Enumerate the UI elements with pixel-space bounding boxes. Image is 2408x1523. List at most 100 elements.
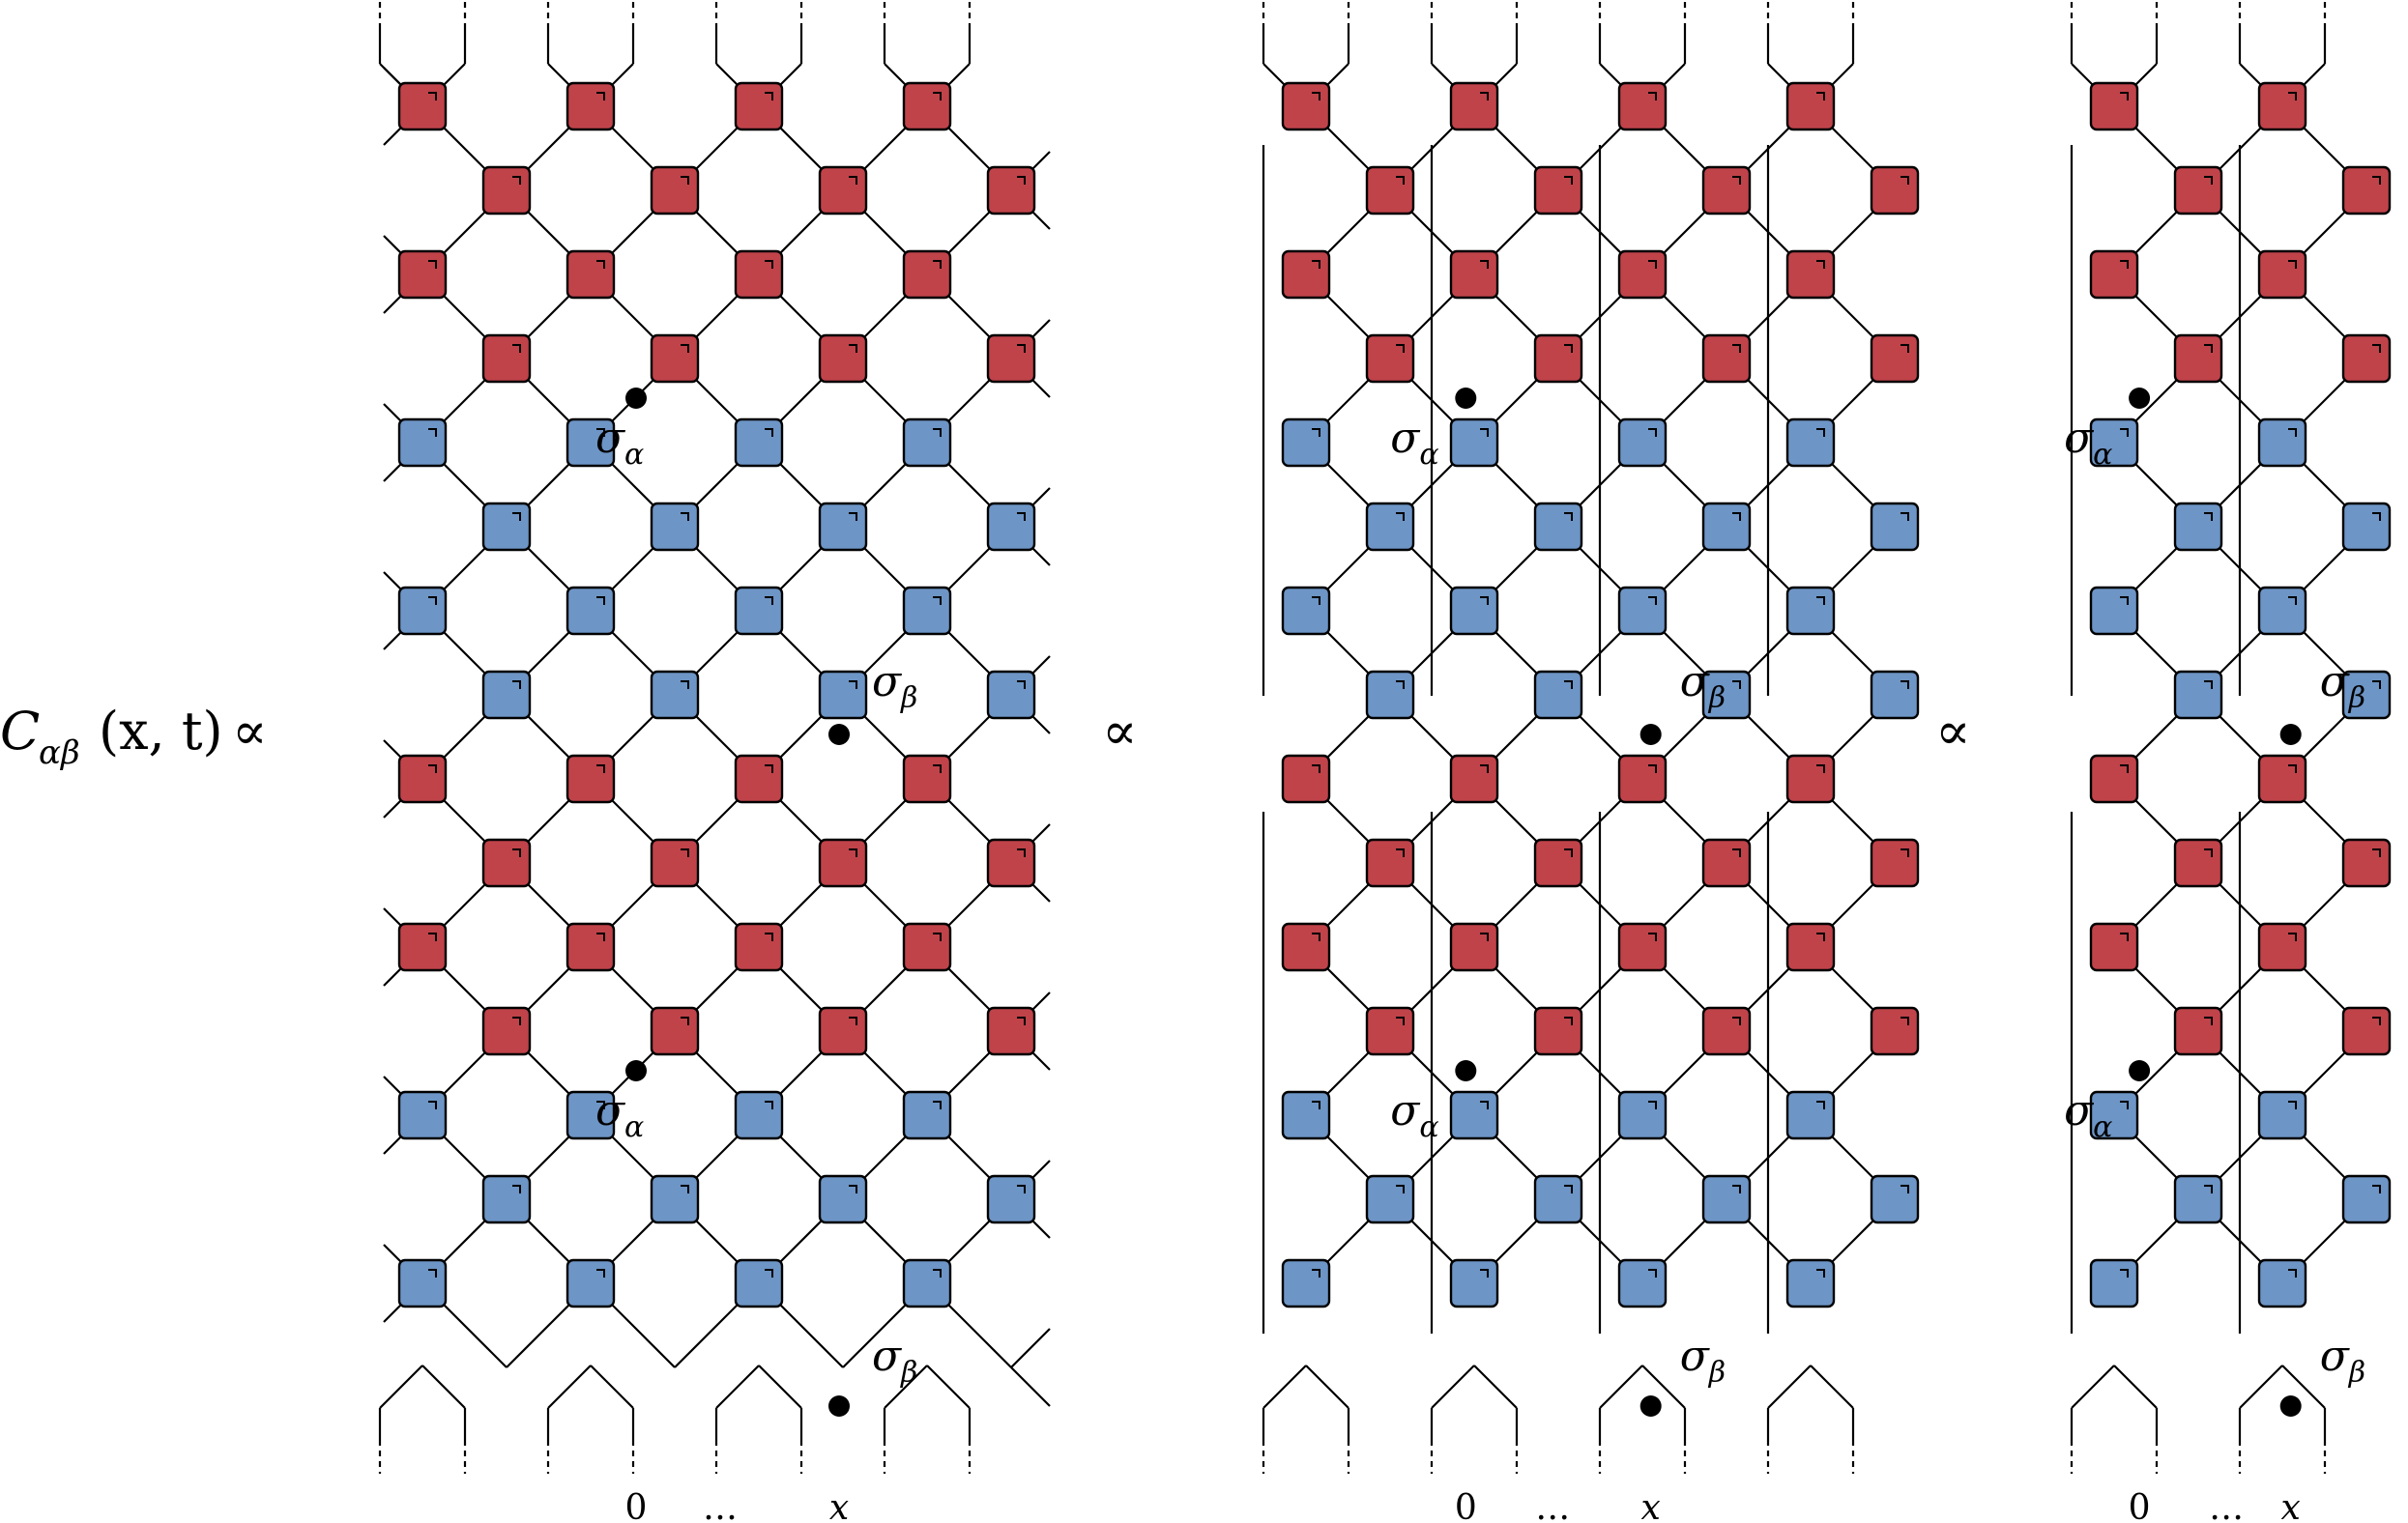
u-dagger-gate <box>1617 754 1668 804</box>
gate-orientation-mark <box>1900 176 1909 185</box>
u-gate <box>1449 417 1499 468</box>
bottom-label: … <box>703 1488 738 1523</box>
gate-orientation-mark <box>1017 1185 1026 1193</box>
u-dagger-gate <box>397 249 448 300</box>
u-gate <box>2257 417 2307 468</box>
gate-orientation-mark <box>849 512 857 521</box>
gate-orientation-mark <box>1396 344 1405 353</box>
gate-orientation-mark <box>2372 848 2381 857</box>
wire <box>715 1365 760 1409</box>
gate-orientation-mark <box>765 1101 773 1109</box>
u-gate <box>650 670 700 720</box>
u-dagger-gate <box>2341 165 2392 216</box>
operator-dot <box>1639 1395 1662 1417</box>
gate-orientation-mark <box>1312 260 1320 269</box>
u-gate <box>2257 1090 2307 1140</box>
sigma-beta-label: σβ <box>872 657 917 715</box>
gate-orientation-mark <box>933 260 942 269</box>
u-dagger-gate <box>397 754 448 804</box>
u-gate <box>481 502 532 552</box>
gate-orientation-mark <box>428 596 437 605</box>
gate-orientation-mark <box>1396 1185 1405 1193</box>
gate-orientation-mark <box>1732 848 1741 857</box>
u-dagger-gate <box>1617 249 1668 300</box>
bottom-label: 0 <box>1455 1488 1477 1523</box>
gate-orientation-mark <box>1312 1101 1320 1109</box>
operator-dot <box>828 724 850 745</box>
u-gate <box>1785 586 1836 636</box>
u-dagger-gate <box>397 922 448 972</box>
gate-orientation-mark <box>596 1269 605 1278</box>
gate-orientation-mark <box>681 512 689 521</box>
u-dagger-gate <box>566 754 616 804</box>
u-gate <box>1617 417 1668 468</box>
sigma-subscript: α <box>624 438 644 472</box>
wire <box>1305 1365 1349 1409</box>
bottom-label: 0 <box>625 1488 648 1523</box>
gate-orientation-mark <box>1816 1269 1825 1278</box>
u-gate <box>397 417 448 468</box>
gate-orientation-mark <box>1648 1101 1657 1109</box>
u-gate <box>1281 586 1331 636</box>
u-dagger-gate <box>1785 249 1836 300</box>
u-dagger-gate <box>902 249 952 300</box>
gate-orientation-mark <box>1480 933 1489 941</box>
u-dagger-gate <box>1533 838 1583 888</box>
gate-orientation-mark <box>428 260 437 269</box>
gate-orientation-mark <box>849 1017 857 1025</box>
u-dagger-gate <box>1449 754 1499 804</box>
u-gate <box>818 1174 868 1224</box>
gate-orientation-mark <box>1816 764 1825 773</box>
gate-orientation-mark <box>512 512 521 521</box>
gate-orientation-mark <box>1816 1101 1825 1109</box>
gate-orientation-mark <box>512 176 521 185</box>
u-dagger-gate <box>1870 333 1920 384</box>
u-dagger-gate <box>1701 838 1752 888</box>
gate-orientation-mark <box>1564 344 1573 353</box>
gate-orientation-mark <box>681 176 689 185</box>
u-dagger-gate <box>1365 838 1415 888</box>
u-dagger-gate <box>1533 165 1583 216</box>
gate-orientation-mark <box>1900 680 1909 689</box>
u-dagger-gate <box>1281 754 1331 804</box>
u-dagger-gate <box>902 922 952 972</box>
wire <box>1599 1365 1643 1409</box>
u-dagger-gate <box>2173 838 2223 888</box>
u-gate <box>1533 670 1583 720</box>
u-gate <box>902 1090 952 1140</box>
u-dagger-gate <box>2257 754 2307 804</box>
u-dagger-gate <box>481 1006 532 1056</box>
gate-orientation-mark <box>596 1101 605 1109</box>
gate-orientation-mark <box>681 1185 689 1193</box>
gate-orientation-mark <box>1900 848 1909 857</box>
gate-orientation-mark <box>1017 1017 1026 1025</box>
gate-orientation-mark <box>2288 428 2297 437</box>
u-dagger-gate <box>397 81 448 131</box>
wire <box>1641 1365 1686 1409</box>
u-gate <box>650 502 700 552</box>
gate-orientation-mark <box>765 1269 773 1278</box>
gate-orientation-mark <box>428 764 437 773</box>
u-dagger-gate <box>818 838 868 888</box>
wire <box>926 1365 971 1409</box>
u-dagger-gate <box>1617 81 1668 131</box>
gate-orientation-mark <box>681 1017 689 1025</box>
u-gate <box>734 586 784 636</box>
sigma-alpha-label: σα <box>1390 1086 1438 1144</box>
gate-orientation-mark <box>596 933 605 941</box>
u-dagger-gate <box>566 922 616 972</box>
sigma-subscript: β <box>900 1356 917 1390</box>
u-dagger-gate <box>1617 922 1668 972</box>
gate-orientation-mark <box>596 764 605 773</box>
u-gate <box>2089 586 2139 636</box>
operator-dot <box>2129 388 2151 409</box>
wire <box>1010 1328 1051 1368</box>
gate-orientation-mark <box>1648 933 1657 941</box>
gate-orientation-mark <box>2120 596 2129 605</box>
gate-orientation-mark <box>681 680 689 689</box>
u-dagger-gate <box>2257 81 2307 131</box>
gate-orientation-mark <box>1396 176 1405 185</box>
wire <box>1262 1365 1307 1409</box>
